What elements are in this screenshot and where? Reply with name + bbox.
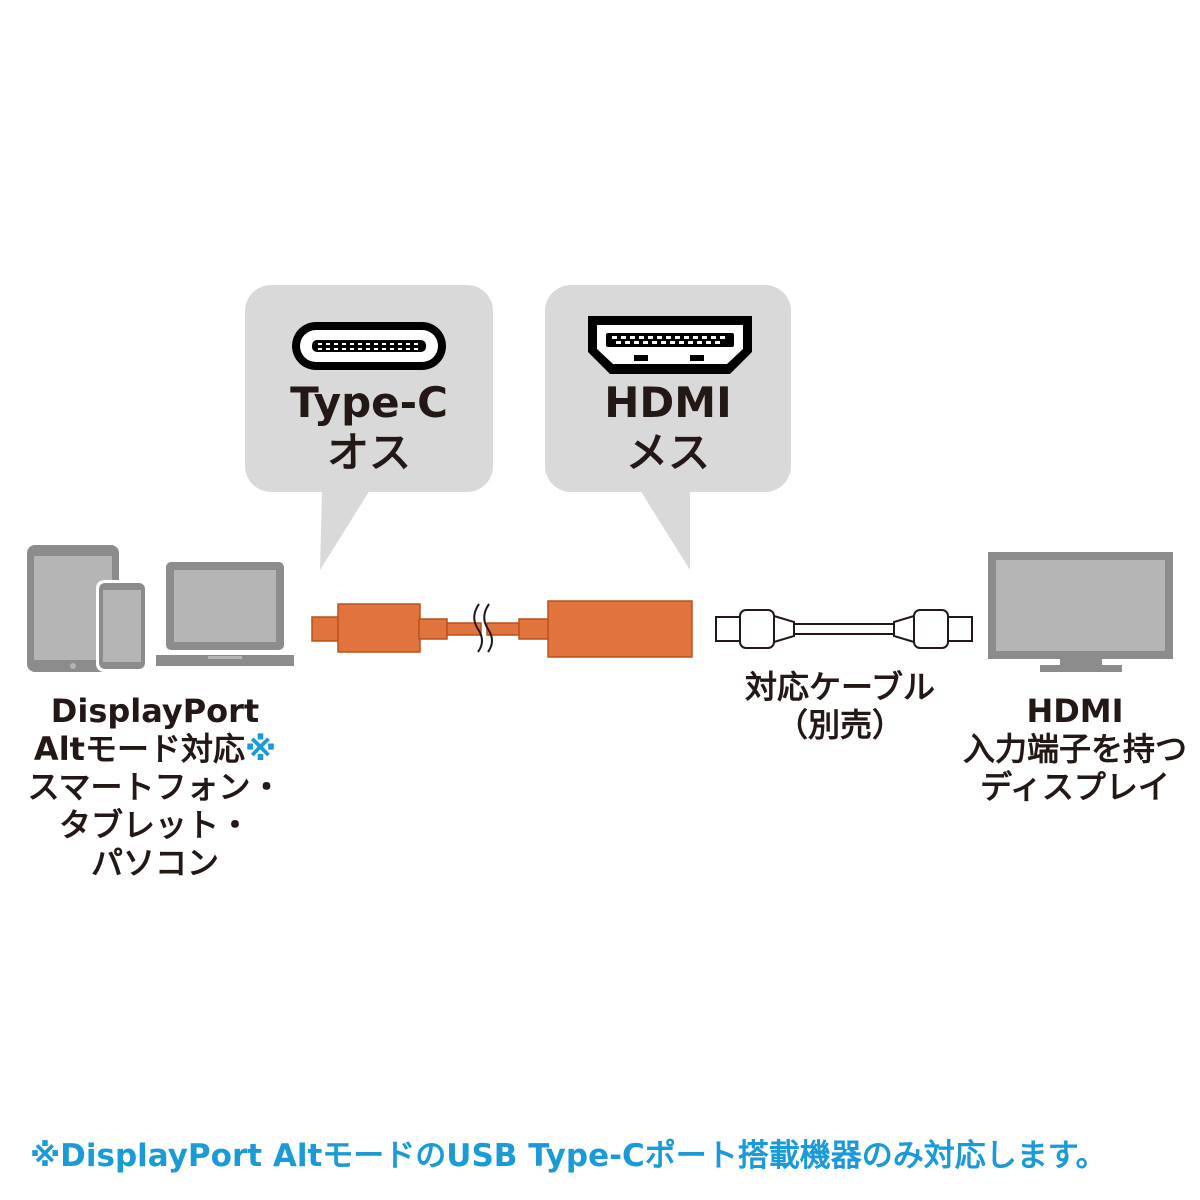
usb-type-c-port-icon bbox=[292, 322, 446, 370]
cable-line-1: 対応ケーブル bbox=[744, 668, 936, 706]
type-c-to-hdmi-adapter bbox=[311, 600, 693, 658]
tv-display-icon bbox=[988, 552, 1173, 672]
note-mark: ※ bbox=[244, 730, 277, 768]
source-line-4: タブレット・ bbox=[58, 806, 251, 844]
compatibility-footnote: ※DisplayPort AltモードのUSB Type-Cポート搭載機器のみ対… bbox=[30, 1138, 1107, 1174]
smartphone-icon bbox=[96, 580, 148, 672]
display-line-1: HDMI bbox=[1026, 692, 1124, 730]
hdmi-bubble-label: HDMI メス bbox=[543, 378, 793, 478]
hdmi-label: HDMI bbox=[604, 378, 732, 427]
display-line-2: 入力端子を持つ bbox=[962, 730, 1187, 768]
display-line-3: ディスプレイ bbox=[980, 768, 1170, 806]
type-c-bubble-label: Type-C オス bbox=[244, 378, 494, 478]
source-line-5: パソコン bbox=[90, 844, 219, 882]
type-c-label: Type-C bbox=[290, 378, 448, 427]
cable-line-2: （別売） bbox=[775, 706, 904, 744]
source-line-3: スマートフォン・ bbox=[27, 768, 283, 806]
laptop-icon bbox=[156, 562, 294, 666]
cable-caption: 対応ケーブル （別売） bbox=[715, 668, 965, 744]
hdmi-cable-icon bbox=[715, 609, 973, 649]
source-line-2: Altモード対応※ bbox=[33, 730, 277, 768]
display-caption: HDMI 入力端子を持つ ディスプレイ bbox=[950, 692, 1200, 806]
source-line-1: DisplayPort bbox=[50, 692, 260, 730]
hdmi-gender-label: メス bbox=[625, 428, 710, 477]
hdmi-port-icon bbox=[588, 316, 752, 374]
source-device-caption: DisplayPort Altモード対応※ スマートフォン・ タブレット・ パソ… bbox=[0, 692, 310, 882]
type-c-gender-label: オス bbox=[326, 428, 411, 477]
